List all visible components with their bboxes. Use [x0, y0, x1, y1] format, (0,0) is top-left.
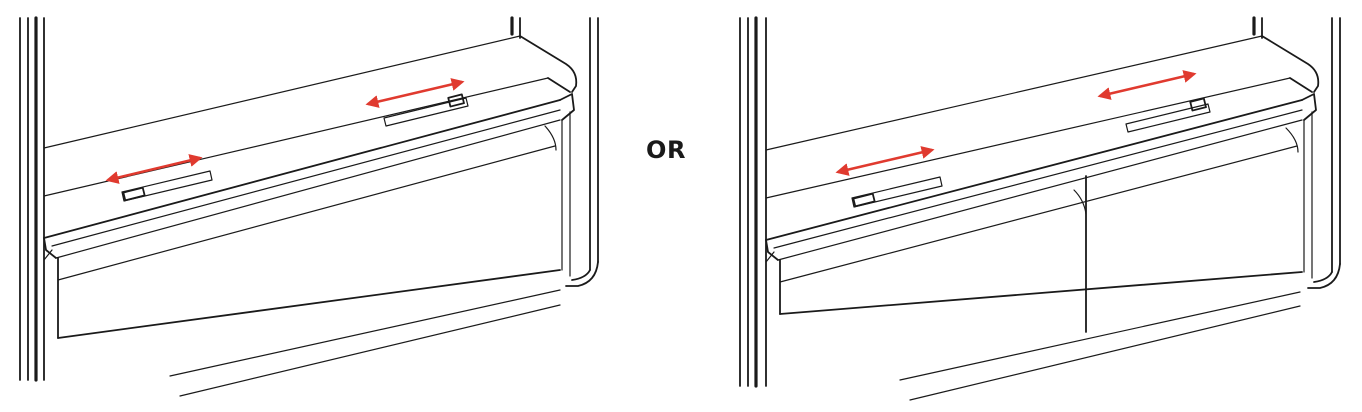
right-panel-shelf: [765, 35, 1320, 279]
right-panel-drawers: [779, 127, 1303, 401]
right-panel-left-control: [835, 146, 943, 208]
or-separator-label: OR: [646, 136, 686, 164]
left-panel: [19, 16, 599, 397]
left-panel-right-control: [365, 78, 469, 127]
right-panel: [739, 16, 1341, 401]
left-panel-side-wall: [19, 16, 53, 382]
left-panel-shelf: [43, 35, 578, 277]
left-panel-left-control: [105, 154, 213, 202]
left-panel-drawer: [57, 125, 561, 397]
right-panel-side-wall: [739, 16, 775, 388]
right-panel-right-control: [1097, 70, 1211, 133]
right-panel-right-wall: [1252, 16, 1341, 289]
left-panel-right-wall: [510, 16, 599, 287]
